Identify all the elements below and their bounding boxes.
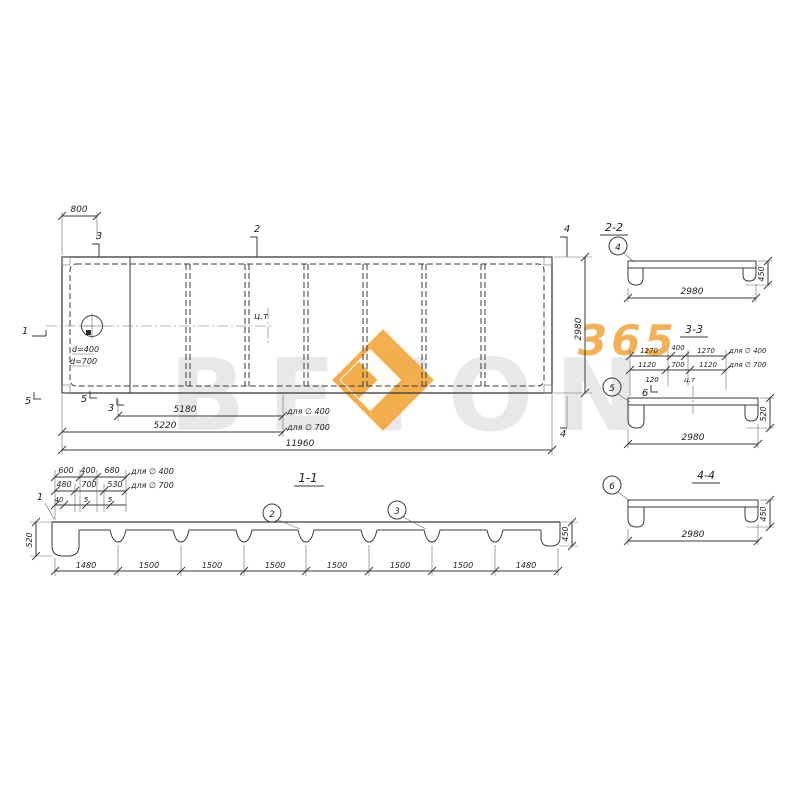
dim-400-s33: 400: [671, 344, 685, 352]
section-3-3-title: 3-3: [685, 323, 703, 336]
dim-note400-s33: для ∅ 400: [728, 347, 767, 355]
detail-circle-2: [262, 503, 282, 523]
dim-5180-note: для ∅ 400: [286, 407, 330, 416]
dim-1480a: 1480: [76, 561, 96, 570]
dim-note-700: для ∅ 700: [130, 481, 174, 490]
detail-circle-6: [602, 475, 622, 495]
sec11-bottom-dims: 1480 1500 1500 1500 1500 1500 1500 1480: [50, 545, 563, 576]
plan-view: d=400 d=700 ц.т 3 2 4 1 5 5 3 4 6: [22, 205, 658, 455]
detail-circle-4: [608, 236, 628, 256]
brand-diamond-logo: [332, 329, 434, 431]
mark-4-top: 4: [564, 224, 570, 235]
dim-5220: 5220: [154, 421, 177, 431]
section-2-2-title: 2-2: [605, 221, 623, 234]
dim-1500b: 1500: [202, 561, 222, 570]
mark-6-right: 6: [642, 388, 648, 399]
dim-1500c: 1500: [265, 561, 285, 570]
detail-5-label: 5: [609, 384, 615, 394]
mark-4-bottom: 4: [560, 429, 566, 440]
mark-2-top: 2: [254, 224, 260, 235]
detail-3-label: 3: [394, 507, 400, 517]
detail-6-label: 6: [609, 482, 615, 492]
dim-1500e: 1500: [390, 561, 410, 570]
callout-1-label: 1: [37, 492, 43, 503]
dim-1500a: 1500: [139, 561, 159, 570]
dim-530: 530: [107, 480, 122, 489]
sec11-top-dims: 600 400 680 для ∅ 400 480 700 530 для ∅ …: [50, 466, 174, 520]
dim-2980-s33: 2980: [682, 433, 705, 443]
dim-1270b: 1270: [697, 347, 715, 355]
dim-1120b: 1120: [699, 361, 717, 369]
hole-label-d700: d=700: [70, 357, 97, 366]
dim-5b: 5: [108, 496, 113, 504]
dim-2980-plan: 2980: [574, 317, 584, 340]
dim-600: 600: [58, 466, 73, 475]
section-4-4-title: 4-4: [697, 469, 715, 482]
dim-5a: 5: [84, 496, 89, 504]
section-2-2: 2-2 4 2980 450: [600, 221, 773, 303]
dim-5180: 5180: [174, 405, 197, 415]
plan-section-marks: 3 2 4 1 5 5 3 4 6: [22, 224, 658, 440]
section-3-3: 3-3 1270 400 1270 для ∅ 400 1120 700 112…: [602, 323, 775, 449]
plan-cg-label: ц.т: [254, 312, 269, 322]
dim-2980-s22: 2980: [681, 287, 704, 297]
dim-450-s22: 450: [757, 266, 766, 281]
watermark-number: 365: [578, 316, 678, 365]
dim-1500f: 1500: [453, 561, 473, 570]
mark-3-bottom: 3: [108, 403, 114, 414]
dim-700: 700: [81, 480, 96, 489]
dim-1500d: 1500: [327, 561, 347, 570]
dim-2980-s44: 2980: [682, 530, 705, 540]
dim-700-s33: 700: [671, 361, 685, 369]
dim-800: 800: [70, 205, 87, 215]
dim-1480b: 1480: [516, 561, 536, 570]
dim-note-400: для ∅ 400: [130, 467, 174, 476]
dim-note700-s33: для ∅ 700: [728, 361, 767, 369]
dim-1270a: 1270: [640, 347, 658, 355]
dim-1120a: 1120: [638, 361, 656, 369]
mark-3-top: 3: [96, 231, 102, 242]
watermark: BETON 365: [169, 316, 678, 454]
dim-5220-note: для ∅ 700: [286, 423, 330, 432]
mark-5-outer: 5: [25, 396, 31, 407]
dim-520-s33: 520: [759, 406, 768, 421]
dim-520-left: 520: [25, 532, 34, 547]
hole-label-d400: d=400: [72, 345, 99, 354]
section-1-1: 1-1 1 2 3 600 400 680 для: [25, 466, 578, 576]
section-1-1-title: 1-1: [298, 471, 318, 485]
dim-11960: 11960: [286, 439, 315, 449]
dim-680: 680: [104, 466, 119, 475]
mark-1-left: 1: [22, 326, 28, 337]
cg-label-s33: ц.т: [684, 376, 696, 384]
dim-400: 400: [80, 466, 95, 475]
detail-circle-5: [602, 377, 622, 397]
lifting-hole: d=400 d=700: [70, 313, 105, 367]
detail-4-label: 4: [615, 243, 621, 253]
dim-40: 40: [55, 496, 64, 504]
plan-dimensions: 800 2980 5180 для ∅ 400 5220 для ∅ 700 1…: [57, 205, 592, 455]
detail-2-label: 2: [269, 510, 275, 520]
dim-120: 120: [645, 376, 659, 384]
dim-480: 480: [56, 480, 71, 489]
sec33-top-dims: 1270 400 1270 для ∅ 400 1120 700 1120 дл…: [625, 344, 767, 414]
dim-450-right: 450: [561, 526, 570, 541]
section-4-4: 4-4 6 2980 450: [602, 469, 775, 546]
detail-circle-3: [387, 500, 407, 520]
mark-5-inner: 5: [81, 394, 87, 405]
dim-450-s44: 450: [759, 506, 768, 521]
